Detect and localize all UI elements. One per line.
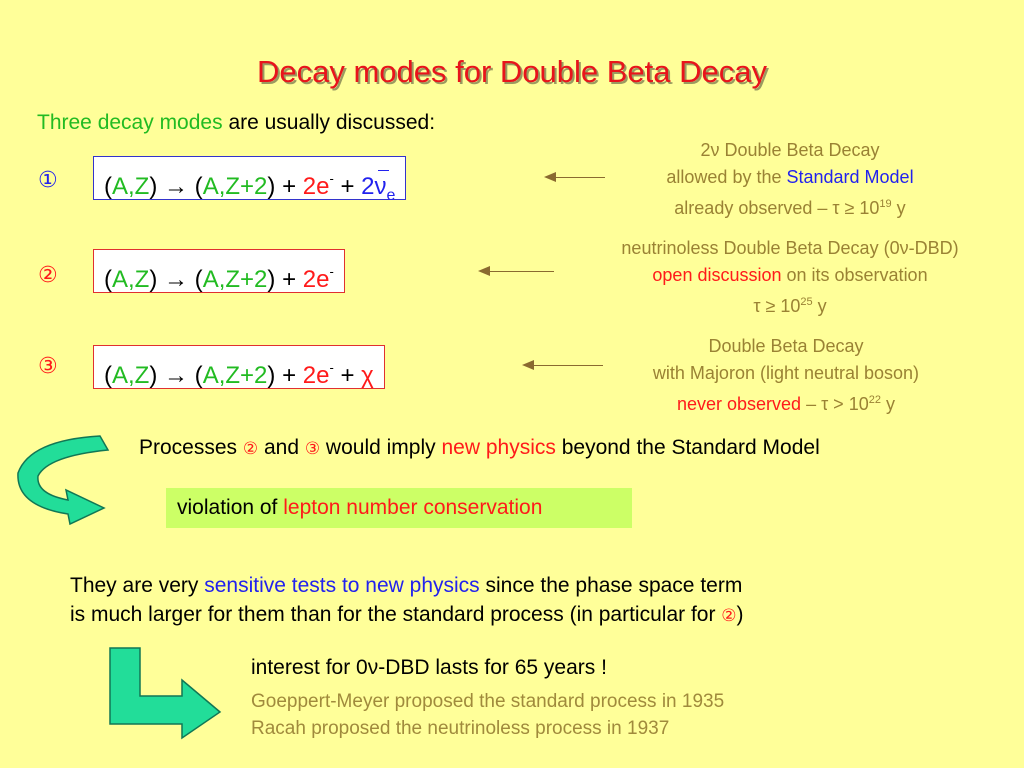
mode-3-number: ③ <box>38 353 58 379</box>
note-line-2: allowed by the Standard Model <box>590 164 990 191</box>
text: since the phase space term <box>479 574 743 597</box>
text: beyond the Standard Model <box>555 436 820 459</box>
unit: y <box>880 394 895 414</box>
circled-2: ② <box>242 439 259 458</box>
mode-1-pointer-line <box>548 177 605 178</box>
interest-text: interest for 0ν-DBD lasts for 65 years ! <box>251 656 607 679</box>
text: Processes <box>139 436 243 459</box>
sensitive-line-2: is much larger for them than for the sta… <box>70 603 744 627</box>
exponent: 25 <box>800 296 813 308</box>
note-text: – τ > 10 <box>801 394 869 414</box>
note-line-3: τ ≥ 1025 y <box>570 289 1010 320</box>
electrons: 2e <box>302 362 330 389</box>
circled-2: ② <box>721 606 737 625</box>
sensitive-highlight: sensitive tests to new physics <box>204 574 480 597</box>
history-line-2: Racah proposed the neutrinoless process … <box>251 718 670 739</box>
rhs: A,Z+2 <box>202 266 268 293</box>
mode-3-note: Double Beta Decay with Majoron (light ne… <box>586 333 986 418</box>
curved-arrow-icon <box>17 435 110 526</box>
exponent: 19 <box>879 198 892 210</box>
mode-2-pointer-line <box>482 271 554 272</box>
text: is much larger for them than for the sta… <box>70 603 722 626</box>
text: would imply <box>320 436 442 459</box>
note-text: already observed – τ ≥ 10 <box>674 198 880 218</box>
mode-1-number: ① <box>38 167 58 192</box>
note-line-3: never observed – τ > 1022 y <box>586 387 986 418</box>
lepton-number-highlight: lepton number conservation <box>283 496 543 519</box>
note-text: on its observation <box>781 265 928 285</box>
intro-text: Three decay modes are usually discussed: <box>37 111 435 135</box>
arrow: → <box>164 173 189 200</box>
note-text: τ ≥ 10 <box>753 296 801 316</box>
mode-1-pointer-head <box>544 172 556 182</box>
majoron-symbol: χ <box>361 362 374 389</box>
rhs: A,Z+2 <box>202 173 268 200</box>
mode-2-pointer-head <box>478 266 490 276</box>
intro-rest: are usually discussed: <box>222 111 436 134</box>
standard-model-highlight: Standard Model <box>786 167 914 187</box>
sensitive-line-1: They are very sensitive tests to new phy… <box>70 574 742 598</box>
history-line-1: Goeppert-Meyer proposed the standard pro… <box>251 691 725 712</box>
plus: + <box>282 362 297 389</box>
number: ② <box>38 262 58 287</box>
text: and <box>258 436 305 459</box>
text: ) <box>736 603 744 626</box>
rhs: A,Z+2 <box>202 362 268 389</box>
text: They are very <box>70 574 205 597</box>
processes-text: Processes ② and ③ would imply new physic… <box>139 436 820 460</box>
sub-e: e <box>386 186 396 204</box>
unit: y <box>812 296 827 316</box>
plus: + <box>282 173 297 200</box>
charge: - <box>329 264 334 279</box>
plus-2: + <box>340 362 355 389</box>
electrons: 2e <box>302 266 330 293</box>
bent-arrow-icon <box>109 647 222 740</box>
arrow: → <box>164 266 189 293</box>
mode-3-pointer-line <box>526 365 603 366</box>
open-discussion-highlight: open discussion <box>652 265 782 285</box>
mode-2-equation: (A,Z) → (A,Z+2) + 2e- <box>93 249 345 293</box>
nu-bar: ν <box>375 165 389 209</box>
unit: y <box>891 198 906 218</box>
charge: - <box>329 360 334 375</box>
note-text: allowed by the <box>666 167 787 187</box>
lhs: A,Z <box>112 173 150 200</box>
exponent: 22 <box>868 394 881 406</box>
mode-1-note: 2ν Double Beta Decay allowed by the Stan… <box>590 137 990 222</box>
arrow: → <box>164 362 189 389</box>
circled-3: ③ <box>304 439 321 458</box>
electrons: 2e <box>302 173 330 200</box>
note-line-1: 2ν Double Beta Decay <box>700 140 880 160</box>
violation-box: violation of lepton number conservation <box>166 488 632 528</box>
antineutrinos: 2νe <box>361 170 395 204</box>
text: violation of <box>177 496 284 519</box>
note-line-1: Double Beta Decay <box>708 336 864 356</box>
plus-2: + <box>340 173 355 200</box>
never-observed-highlight: never observed <box>676 394 802 414</box>
coeff: 2 <box>361 173 375 200</box>
note-line-1: neutrinoless Double Beta Decay (0ν-DBD) <box>621 238 959 258</box>
mode-3-equation: (A,Z) → (A,Z+2) + 2e- + χ <box>93 345 385 389</box>
charge: - <box>329 171 334 186</box>
mode-3-pointer-head <box>522 360 534 370</box>
mode-1-equation: (A,Z) → (A,Z+2) + 2e- + 2νe <box>93 156 407 204</box>
note-line-2: with Majoron (light neutral boson) <box>652 363 920 383</box>
new-physics-highlight: new physics <box>441 436 556 459</box>
note-line-2: open discussion on its observation <box>570 262 1010 289</box>
lhs: A,Z <box>112 362 150 389</box>
lhs: A,Z <box>112 266 150 293</box>
intro-highlight: Three decay modes <box>37 111 223 134</box>
slide-title: Decay modes for Double Beta Decay <box>256 54 768 89</box>
mode-2-note: neutrinoless Double Beta Decay (0ν-DBD) … <box>570 235 1010 320</box>
note-line-3: already observed – τ ≥ 1019 y <box>590 191 990 222</box>
plus: + <box>282 266 297 293</box>
number: ③ <box>38 353 58 378</box>
mode-2-number: ② <box>38 262 58 288</box>
